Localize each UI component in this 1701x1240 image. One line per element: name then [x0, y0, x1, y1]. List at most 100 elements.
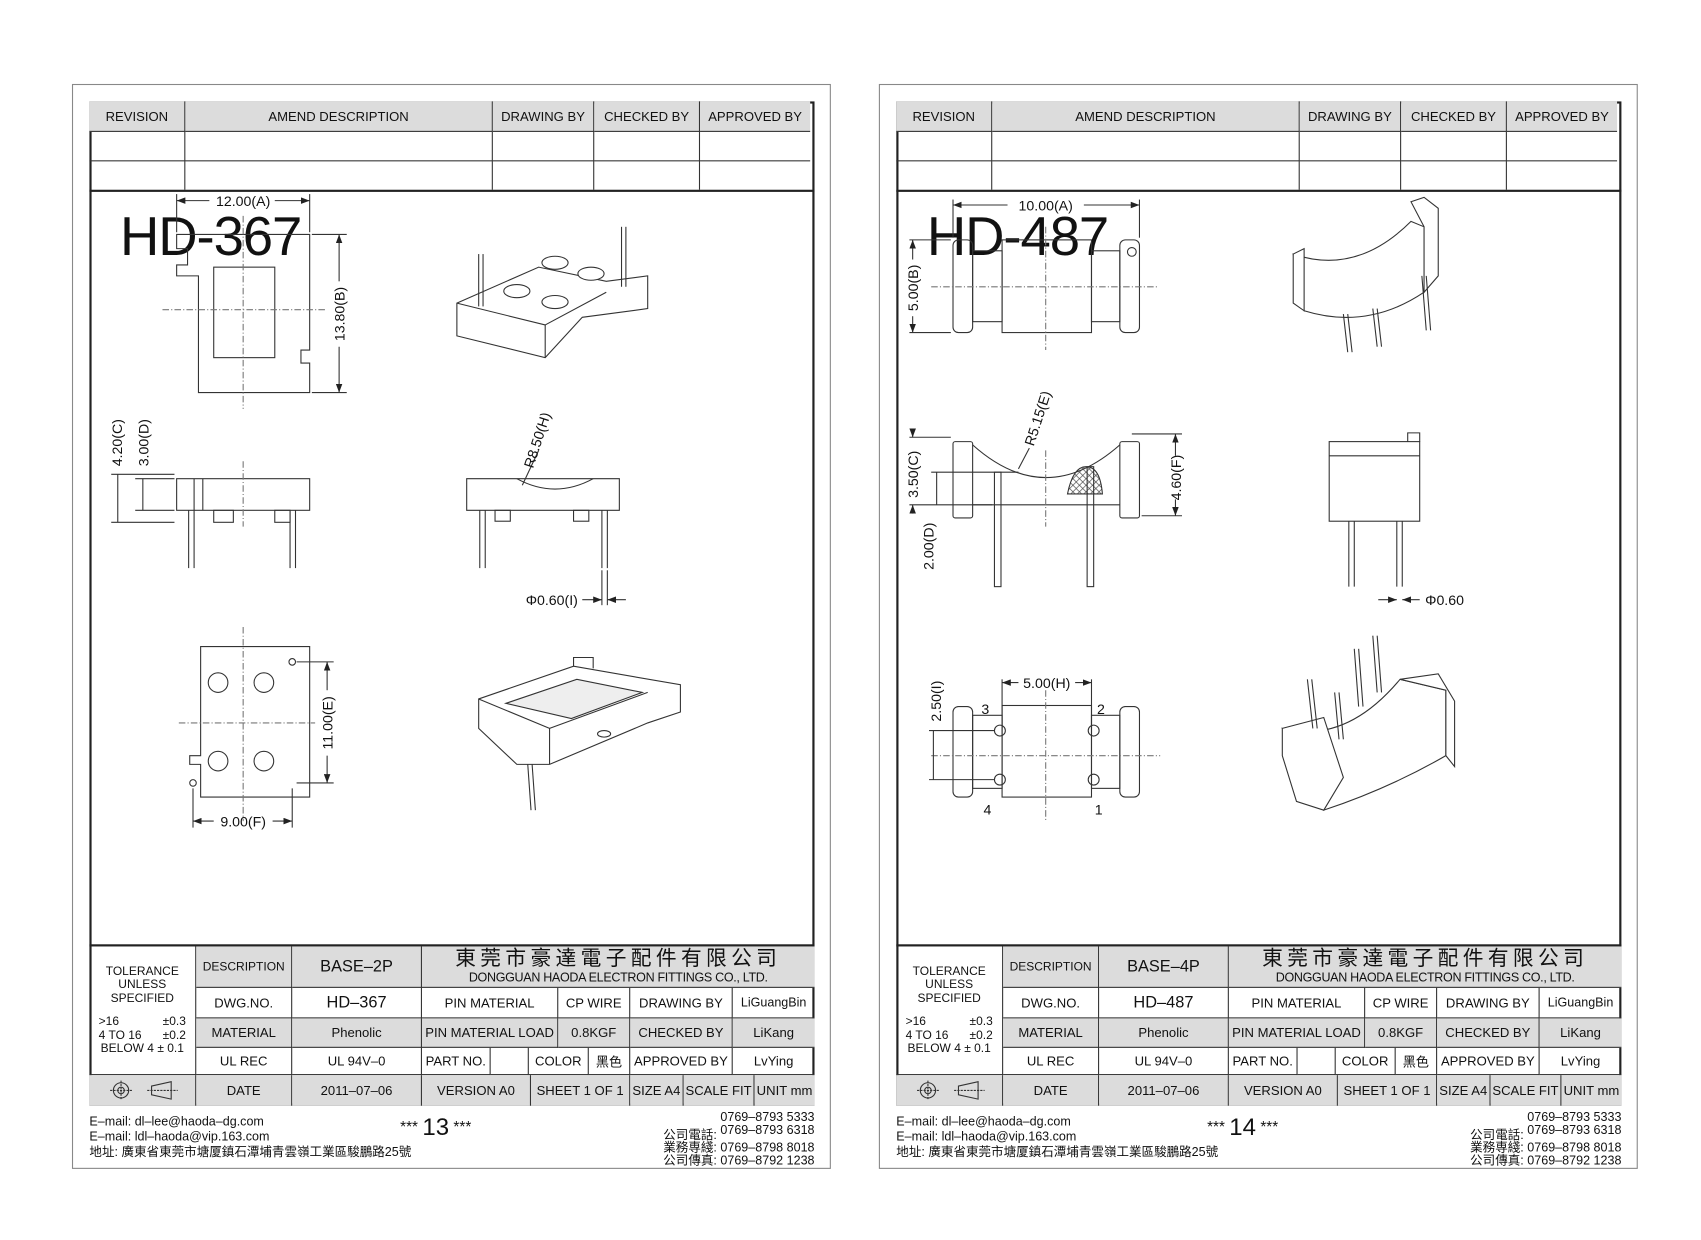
projection-symbol-icon: [916, 1080, 985, 1101]
tolerance-row: 4 TO 16±0.2: [906, 1029, 993, 1043]
description-label: DESCRIPTION: [196, 946, 293, 988]
bottom-view: 11.00(E) 9.00(F): [178, 626, 337, 831]
dim-b: 13.80(B): [333, 287, 349, 341]
technical-drawing-hd367: 12.00(A) 13.80(B) 4.20(C) 3.00(D) R8.50(…: [110, 194, 681, 831]
tolerance-value: ±0.2: [162, 1028, 186, 1042]
page-number: ***13***: [400, 1113, 472, 1141]
title-block: TOLERANCE UNLESS SPECIFIED >16±0.3 4 TO …: [896, 944, 1622, 1108]
ul-rec-value: UL 94V–0: [1099, 1047, 1229, 1076]
revision-cell: [493, 161, 595, 190]
email-2: E–mail: ldl–haoda@vip.163.com: [89, 1130, 270, 1144]
email-2: E–mail: ldl–haoda@vip.163.com: [896, 1130, 1077, 1144]
sales-number: 0769–8798 8018: [1527, 1141, 1622, 1155]
phone-row: 公司傳真: 0769–8792 1238: [663, 1154, 815, 1168]
contact-emails: E–mail: dl–lee@haoda–dg.com E–mail: ldl–…: [896, 1114, 1218, 1160]
pin-material-value: CP WIRE: [558, 987, 631, 1019]
sheet: SHEET 1 OF 1: [1337, 1075, 1438, 1106]
projection-symbol-icon: [109, 1080, 178, 1101]
dim-h: R8.50(H): [522, 411, 555, 471]
projection-symbols: [89, 1075, 197, 1106]
part-no-label: PART NO.: [421, 1047, 491, 1076]
approved-by-value: LvYing: [732, 1048, 815, 1076]
ul-rec-label: UL REC: [196, 1047, 293, 1076]
projection-symbols: [896, 1075, 1004, 1106]
tel-1: 0769–8793 5333: [1527, 1111, 1622, 1125]
tolerance-row: 4 TO 16 ±0.2: [99, 1029, 186, 1043]
color-value: 黑色: [1395, 1047, 1438, 1076]
revision-cell: [1300, 161, 1402, 190]
sales-number: 0769–8798 8018: [720, 1141, 815, 1155]
address: 地址: 廣東省東莞市塘厦鎮石潭埔青雲嶺工業區駿鵬路25號: [89, 1146, 412, 1160]
drawing-sheet: REVISION AMEND DESCRIPTION DRAWING BY CH…: [71, 83, 831, 1169]
tolerance-label: TOLERANCE: [912, 964, 986, 978]
approved-by-value: LvYing: [1539, 1048, 1622, 1076]
pin-material-load-label: PIN MATERIAL LOAD: [421, 1018, 559, 1048]
dwg-no-label: DWG.NO.: [196, 987, 293, 1019]
pin-material-label: PIN MATERIAL: [1228, 987, 1366, 1019]
side-view: 3.50(C) 2.00(D) R5.15(E) 4.60(F): [906, 389, 1185, 588]
scale: SCALE FIT: [1490, 1075, 1562, 1106]
tolerance-value: ±0.3: [162, 1015, 186, 1029]
dim-f: 9.00(F): [220, 815, 266, 831]
material-label: MATERIAL: [196, 1018, 293, 1048]
company-name: 東莞市豪達電子配件有限公司 DONGGUAN HAODA ELECTRON FI…: [1228, 946, 1622, 988]
material-value: Phenolic: [292, 1018, 422, 1048]
revision-cell: [492, 131, 595, 162]
company-name: 東莞市豪達電子配件有限公司 DONGGUAN HAODA ELECTRON FI…: [421, 946, 815, 988]
address: 地址: 廣東省東莞市塘厦鎮石潭埔青雲嶺工業區駿鵬路25號: [896, 1146, 1219, 1160]
page-number: ***14***: [1207, 1113, 1279, 1141]
revision-cell: [1299, 131, 1402, 162]
pin-label-2: 2: [1097, 702, 1105, 718]
approved-by-label: APPROVED BY: [1437, 1047, 1540, 1076]
checked-by-header: CHECKED BY: [1401, 101, 1507, 132]
dwg-no-value: HD–367: [292, 987, 422, 1019]
dim-c: 3.50(C): [906, 451, 922, 498]
date-label: DATE: [196, 1075, 293, 1106]
fax-label: 公司傳真:: [1470, 1154, 1524, 1168]
tolerance-range: >16: [905, 1015, 926, 1029]
company-name-en: DONGGUAN HAODA ELECTRON FITTINGS CO., LT…: [1275, 971, 1575, 985]
page-number-value: 13: [422, 1113, 450, 1141]
dwg-no-label: DWG.NO.: [1003, 987, 1100, 1019]
tel-2: 0769–8793 6318: [720, 1123, 815, 1137]
tolerance-label: UNLESS: [925, 978, 974, 992]
phone-row: 公司傳真: 0769–8792 1238: [1470, 1154, 1621, 1168]
drawing-by-label: DRAWING BY: [630, 987, 733, 1019]
color-label: COLOR: [528, 1047, 589, 1076]
front-view: R8.50(H) Φ0.60(I): [466, 411, 626, 609]
approved-by-label: APPROVED BY: [630, 1047, 733, 1076]
version: VERSION A0: [1228, 1075, 1338, 1106]
dim-i: Φ0.60(I): [526, 593, 578, 609]
pin-material-load-value: 0.8KGF: [1365, 1018, 1438, 1048]
revision-cell: [1401, 131, 1507, 162]
revision-cell: [594, 161, 701, 190]
sales-label: 業務専綫:: [663, 1141, 717, 1155]
fax-number: 0769–8792 1238: [720, 1154, 815, 1168]
pin-label-3: 3: [981, 702, 989, 718]
revision-cell: [1506, 132, 1618, 162]
material-label: MATERIAL: [1003, 1018, 1100, 1048]
page-number-value: 14: [1229, 1113, 1256, 1141]
tolerance-value: ±0.3: [969, 1015, 993, 1029]
revision-cell: [185, 161, 493, 190]
pin-label-1: 1: [1095, 803, 1103, 819]
dim-c: 4.20(C): [110, 419, 126, 466]
color-label: COLOR: [1335, 1047, 1396, 1076]
drawing-by-header: DRAWING BY: [1299, 101, 1402, 132]
dim-d: 2.00(D): [921, 523, 937, 570]
checked-by-label: CHECKED BY: [630, 1018, 733, 1048]
dim-d: 3.00(D): [136, 419, 152, 466]
tel-1: 0769–8793 5333: [720, 1111, 815, 1125]
technical-drawing-hd487: 10.00(A) 5.00(B) 3.50(C) 2.00(D) R5.15(E…: [906, 196, 1464, 822]
pin-material-load-label: PIN MATERIAL LOAD: [1228, 1018, 1366, 1048]
tolerance-range: 4 TO 16: [98, 1028, 142, 1042]
revision-header: REVISION: [896, 101, 993, 132]
isometric-view-bottom: [1281, 635, 1456, 811]
revision-cell: [594, 131, 701, 162]
phone-row: 業務専綫: 0769–8798 8018: [1470, 1141, 1622, 1156]
tolerance-range: >16: [98, 1015, 120, 1029]
dim-a: 10.00(A): [1019, 198, 1073, 214]
material-value: Phenolic: [1099, 1018, 1229, 1048]
